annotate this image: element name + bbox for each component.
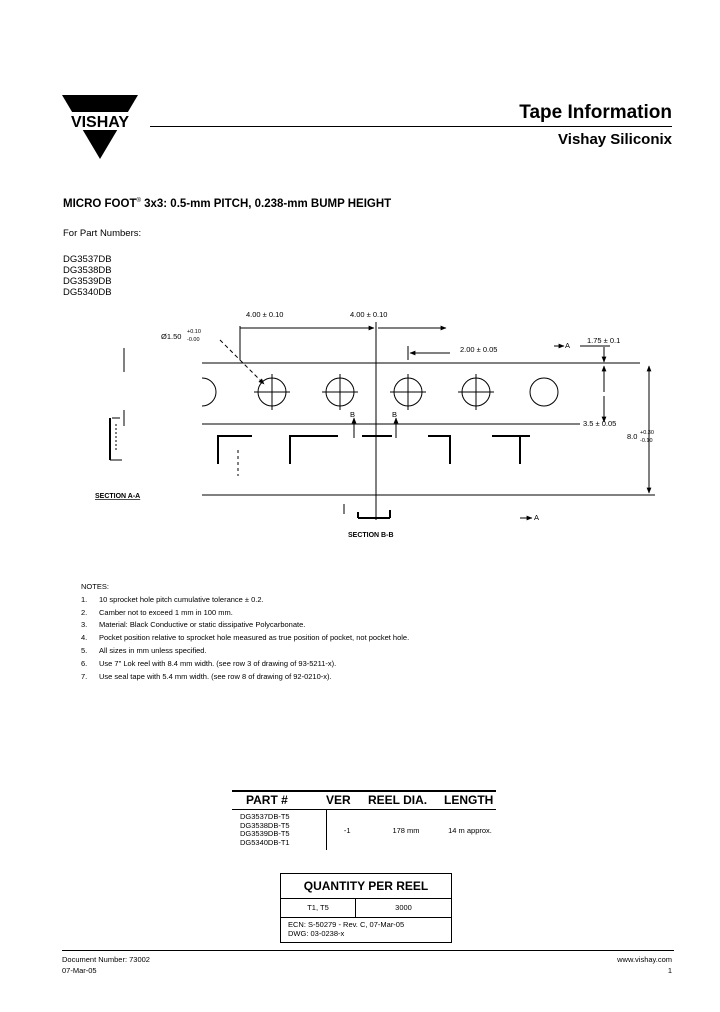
section-label-b: B [392,410,397,419]
dim-hole-diameter: Ø1.50 [161,332,181,341]
quantity-box: QUANTITY PER REEL T1, T5 3000 ECN: S-502… [280,873,452,943]
title-prefix: MICRO FOOT [63,198,137,210]
page-number: 1 [667,966,672,975]
note-text: Pocket position relative to sprocket hol… [99,633,410,643]
note-text: Use seal tape with 5.4 mm width. (see ro… [99,671,332,681]
section-aa-label: SECTION A-A [95,493,140,500]
dwg-text: DWG: 03-0238-x [288,929,345,938]
column-header-length: LENGTH [444,790,496,810]
dim-edge: 1.75 ± 0.1 [587,336,620,345]
dim-half-pitch: 2.00 ± 0.05 [460,345,497,354]
part-numbers-label: For Part Numbers: [63,228,142,239]
title-suffix: 3x3: 0.5-mm PITCH, 0.238-mm BUMP HEIGHT [140,198,392,210]
note-item: 2. Camber not to exceed 1 mm in 100 mm. [81,607,409,620]
part-number: DG5340DB-T1 [240,837,290,847]
quantity-row: T1, T5 3000 [281,899,451,918]
reel-table-header-row: PART # VER REEL DIA. LENGTH [232,790,496,810]
part-number: DG3538DB [63,265,112,276]
dim-pitch-left: 4.00 ± 0.10 [246,310,283,319]
vishay-logo: VISHAY [62,95,138,159]
document-title: MICRO FOOT® 3x3: 0.5-mm PITCH, 0.238-mm … [63,198,391,210]
page-subtitle: Vishay Siliconix [558,131,672,148]
note-text: Camber not to exceed 1 mm in 100 mm. [99,607,233,617]
part-cell: DG3537DB-T5 DG3538DB-T5 DG3539DB-T5 DG53… [232,809,327,850]
part-number: DG3539DB [63,276,112,287]
part-numbers-block: For Part Numbers: DG3537DB DG3538DB DG35… [63,228,141,298]
part-number: DG5340DB [63,287,112,298]
section-bb-label: SECTION B-B [348,532,394,539]
quantity-type: T1, T5 [281,899,356,917]
footer-date: 07-Mar-05 [62,966,97,975]
tape-drawing: 4.00 ± 0.10 4.00 ± 0.10 Ø1.50 +0.10 -0.0… [95,310,655,539]
note-number: 3. [81,620,88,630]
website-link[interactable]: www.vishay.com [617,955,672,964]
dim-hole-tol-plus: +0.10 [187,329,201,335]
page-title: Tape Information [519,102,672,123]
note-number: 6. [81,658,88,668]
quantity-meta: ECN: S-50279 - Rev. C, 07-Mar-05 DWG: 03… [281,918,451,938]
footer-right: www.vishay.com 1 [617,954,672,976]
section-label-b: B [350,410,355,419]
note-item: 3. Material: Black Conductive or static d… [81,619,409,632]
reel-table: PART # VER REEL DIA. LENGTH DG3537DB-T5 … [232,790,496,850]
column-header-reel-dia: REEL DIA. [368,790,444,810]
note-item: 6. Use 7" Lok reel with 8.4 mm width. (se… [81,658,409,671]
note-item: 5. All sizes in mm unless specified. [81,645,409,658]
note-item: 1. 10 sprocket hole pitch cumulative tole… [81,594,409,607]
registered-mark: ® [136,198,141,205]
note-text: 10 sprocket hole pitch cumulative tolera… [99,594,264,604]
section-label-a: A [565,341,570,350]
dim-center: 3.5 ± 0.05 [583,419,616,428]
section-label-a: A [534,513,539,522]
dim-hole-tol-minus: -0.00 [187,337,200,343]
dim-width: 8.0 [627,432,637,441]
note-text: All sizes in mm unless specified. [99,645,207,655]
ver-cell: -1 [343,825,351,835]
notes-block: NOTES: 1. 10 sprocket hole pitch cumulati… [81,581,409,683]
table-row: DG3537DB-T5 DG3538DB-T5 DG3539DB-T5 DG53… [232,809,496,850]
note-item: 7. Use seal tape with 5.4 mm width. (see … [81,671,409,684]
note-number: 2. [81,607,88,617]
reel-dia-cell: 178 mm [392,825,420,835]
part-number: DG3537DB-T5 [240,812,290,821]
note-number: 5. [81,645,88,655]
header-rule [150,126,672,127]
quantity-title: QUANTITY PER REEL [281,874,451,899]
dim-width-tol-plus: +0.30 [640,430,654,436]
footer-left: Document Number: 73002 07-Mar-05 [62,954,150,976]
note-number: 7. [81,671,88,681]
part-number: DG3538DB-T5 [240,820,290,830]
note-item: 4. Pocket position relative to sprocket h… [81,632,409,645]
part-number: DG3537DB [63,254,112,265]
ecn-text: ECN: S-50279 - Rev. C, 07-Mar-05 [288,920,405,929]
note-text: Use 7" Lok reel with 8.4 mm width. (see … [99,658,337,668]
logo-text: VISHAY [71,114,129,131]
column-header-part: PART # [232,790,326,810]
dim-pitch-right: 4.00 ± 0.10 [350,310,387,319]
notes-heading: NOTES: [81,582,109,591]
note-number: 4. [81,633,88,643]
footer-rule [62,950,674,951]
dim-width-tol-minus: -0.10 [640,438,653,444]
note-number: 1. [81,594,88,604]
note-text: Material: Black Conductive or static dis… [99,620,306,630]
document-number: Document Number: 73002 [62,955,150,964]
length-cell: 14 m approx. [448,825,492,835]
column-header-ver: VER [326,790,368,810]
quantity-value: 3000 [395,903,412,912]
part-number: DG3539DB-T5 [240,829,290,838]
